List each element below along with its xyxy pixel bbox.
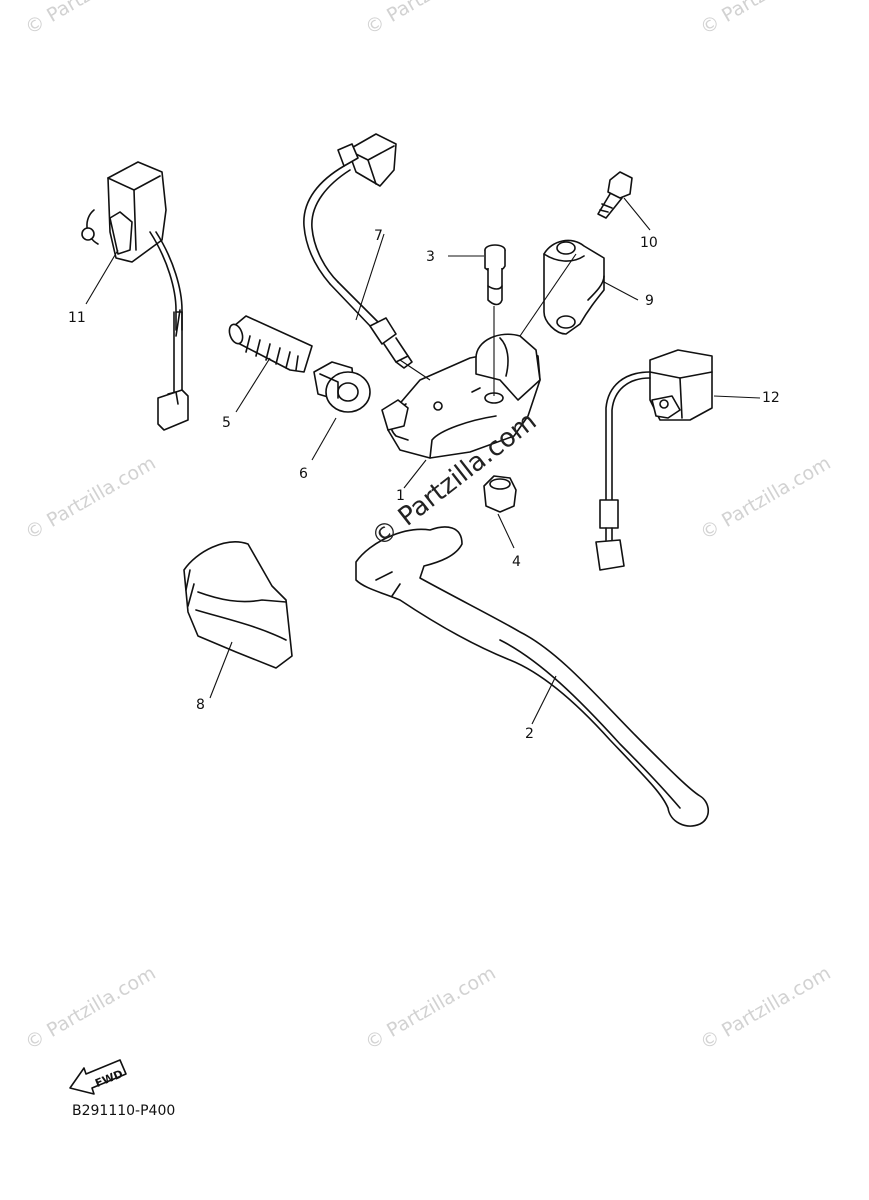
callout-4: 4 xyxy=(512,554,521,570)
callout-1: 1 xyxy=(396,488,405,504)
part-8-lever-cover[interactable] xyxy=(183,541,293,669)
part-11-left-switch[interactable] xyxy=(81,161,189,431)
callout-10: 10 xyxy=(640,235,658,251)
watermark: © Partzilla.com xyxy=(697,962,835,1054)
callout-9: 9 xyxy=(645,293,654,309)
part-10-bolt[interactable] xyxy=(597,171,633,219)
watermark: © Partzilla.com xyxy=(362,0,500,39)
part-1-lever-holder[interactable] xyxy=(381,333,541,459)
part-12-right-switch[interactable] xyxy=(595,349,713,571)
callout-6: 6 xyxy=(299,466,308,482)
callout-12: 12 xyxy=(762,390,780,406)
watermark: © Partzilla.com xyxy=(22,962,160,1054)
callout-labels: 1 2 3 4 5 6 7 8 9 10 11 12 xyxy=(68,228,780,742)
fwd-arrow-icon: FWD xyxy=(69,1059,127,1095)
part-3-pivot-bolt[interactable] xyxy=(484,244,506,306)
watermark-layer: © Partzilla.com © Partzilla.com © Partzi… xyxy=(22,0,835,1054)
part-5-adjuster[interactable] xyxy=(227,315,313,373)
watermark: © Partzilla.com xyxy=(22,452,160,544)
callout-11: 11 xyxy=(68,310,86,326)
callout-5: 5 xyxy=(222,415,231,431)
leader-lines xyxy=(85,197,761,725)
part-9-clamp[interactable] xyxy=(543,239,605,335)
watermark: © Partzilla.com xyxy=(362,962,500,1054)
watermark: © Partzilla.com xyxy=(22,0,160,39)
part-6-locknut[interactable] xyxy=(313,361,371,413)
watermark: © Partzilla.com xyxy=(697,0,835,39)
callout-2: 2 xyxy=(525,726,534,742)
callout-3: 3 xyxy=(426,249,435,265)
watermark: © Partzilla.com xyxy=(697,452,835,544)
part-2-lever[interactable] xyxy=(355,526,710,827)
diagram-code: B291110-P400 xyxy=(72,1103,176,1119)
callout-8: 8 xyxy=(196,697,205,713)
part-4-nut[interactable] xyxy=(483,475,517,513)
part-7-cable-switch[interactable] xyxy=(303,133,413,369)
callout-7: 7 xyxy=(374,228,383,244)
